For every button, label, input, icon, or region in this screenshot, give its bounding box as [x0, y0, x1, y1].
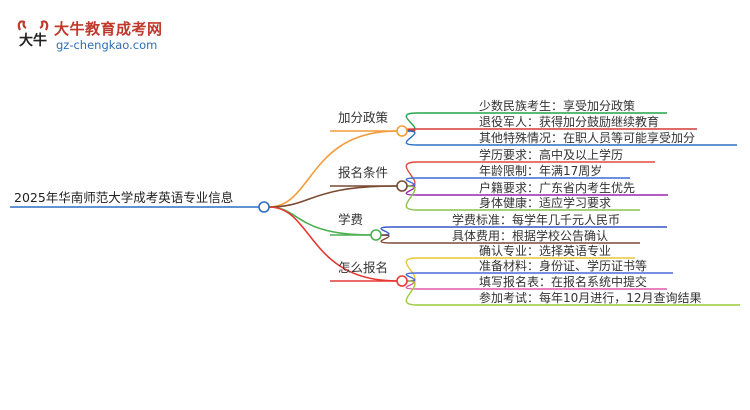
brand-title: 大牛教育成考网	[54, 20, 163, 38]
leaf-label[interactable]: 户籍要求：广东省内考生优先	[479, 180, 635, 195]
branch-node-circle[interactable]	[396, 180, 408, 192]
leaf-connector	[380, 226, 393, 236]
leaf-connector	[405, 112, 418, 132]
branch-label-3[interactable]: 学费	[338, 212, 363, 227]
leaf-label[interactable]: 身体健康：适应学习要求	[479, 195, 611, 210]
branch-connector	[268, 130, 398, 208]
leaf-connector	[405, 280, 418, 306]
branch-node-circle[interactable]	[396, 275, 408, 287]
branch-connector	[268, 185, 398, 208]
leaf-connector	[405, 130, 418, 146]
leaf-label[interactable]: 参加考试：每年10月进行，12月查询结果	[479, 290, 702, 305]
root-title[interactable]: 2025年华南师范大学成考英语专业信息	[14, 190, 233, 205]
leaf-connector	[380, 234, 393, 244]
logo-mark-text: 大牛	[19, 32, 47, 49]
brand-logo[interactable]: 大牛 大牛教育成考网 gz-chengkao.com	[14, 16, 164, 56]
leaf-label[interactable]: 填写报名表：在报名系统中提交	[479, 274, 647, 289]
branch-connector	[268, 206, 398, 282]
bull-logo-icon: 大牛	[17, 20, 49, 49]
brand-url[interactable]: gz-chengkao.com	[56, 38, 158, 52]
leaf-label[interactable]: 少数民族考生：享受加分政策	[479, 98, 635, 113]
branch-node-circle[interactable]	[370, 229, 382, 241]
branch-node-circle[interactable]	[396, 125, 408, 137]
leaf-label[interactable]: 准备材料：身份证、学历证书等	[479, 258, 647, 273]
branch-label-1[interactable]: 加分政策	[338, 110, 389, 125]
leaf-label[interactable]: 具体费用：根据学校公告确认	[452, 228, 608, 243]
leaf-label[interactable]: 学费标准：每学年几千元人民币	[452, 212, 620, 227]
leaf-label[interactable]: 其他特殊情况：在职人员等可能享受加分	[479, 130, 695, 145]
leaf-label[interactable]: 年龄限制：年满17周岁	[479, 163, 602, 178]
leaf-connector	[405, 185, 418, 211]
leaf-label[interactable]: 确认专业：选择英语专业	[479, 243, 611, 258]
leaf-label[interactable]: 退役军人：获得加分鼓励继续教育	[479, 114, 659, 129]
root-node-circle[interactable]	[258, 201, 270, 213]
branch-label-2[interactable]: 报名条件	[338, 165, 388, 180]
branch-label-4[interactable]: 怎么报名	[338, 260, 388, 275]
leaf-label[interactable]: 学历要求：高中及以上学历	[479, 147, 623, 162]
